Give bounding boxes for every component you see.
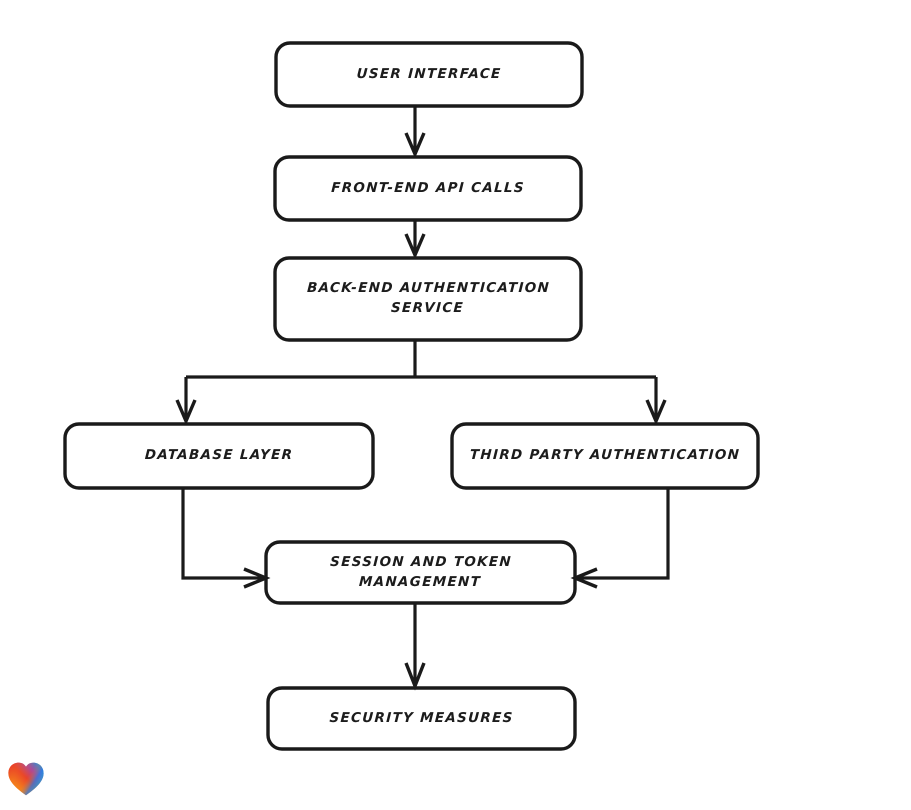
node-box-database-layer[interactable] — [63, 422, 375, 490]
edge-database-to-session — [181, 488, 262, 580]
node-box-back-end-authentication-service[interactable] — [273, 256, 583, 342]
node-box-security-measures[interactable] — [266, 686, 577, 751]
arrowhead-api-to-backend — [404, 233, 426, 260]
arrowhead-thirdparty-to-session — [570, 567, 598, 589]
node-box-user-interface[interactable] — [274, 41, 584, 108]
node-shapes — [63, 41, 760, 751]
heart-icon — [8, 762, 44, 796]
arrowhead-ui-to-api — [404, 132, 426, 159]
arrowhead-backend-to-database — [175, 399, 197, 426]
node-box-front-end-api-calls[interactable] — [273, 155, 583, 222]
node-box-session-and-token-management[interactable] — [264, 540, 577, 605]
arrowhead-session-to-security — [404, 662, 426, 691]
arrowhead-database-to-session — [243, 567, 271, 589]
edge-thirdparty-to-session — [579, 488, 670, 580]
connectors — [175, 106, 670, 691]
node-box-third-party-authentication[interactable] — [450, 422, 760, 490]
arrowhead-backend-to-thirdparty — [645, 399, 667, 426]
